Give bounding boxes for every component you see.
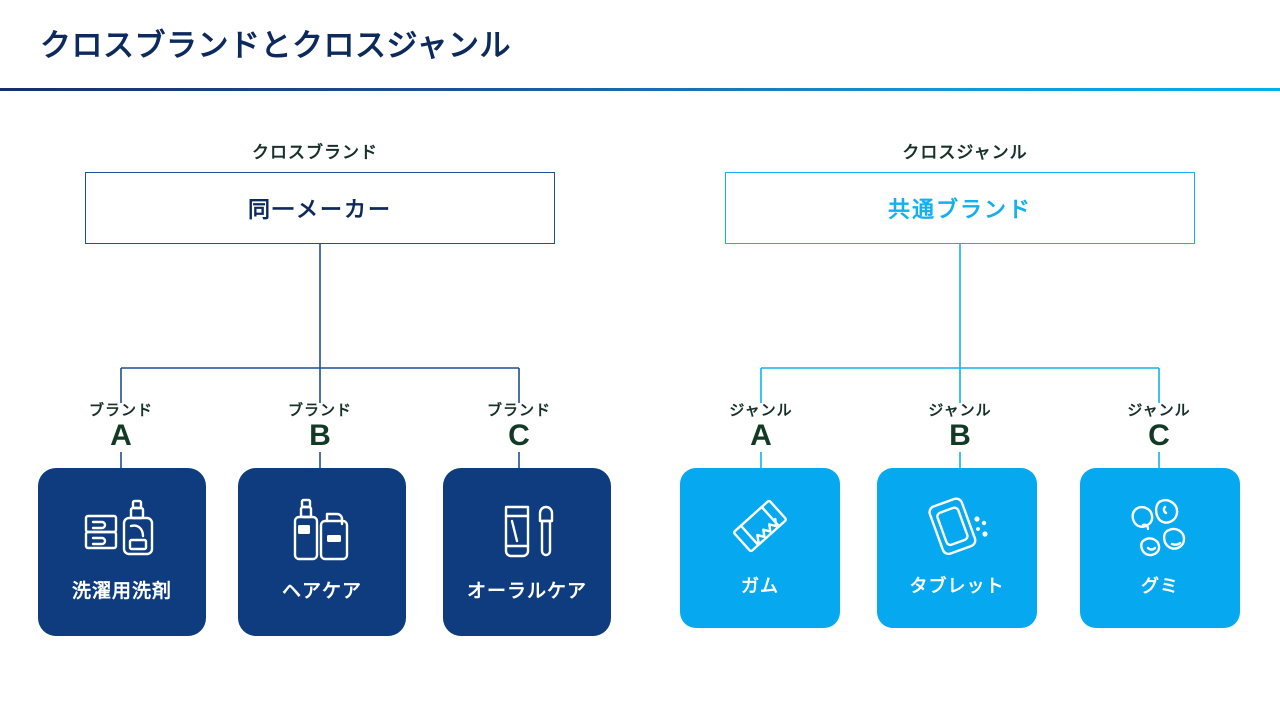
title-divider bbox=[0, 88, 1280, 91]
gummy-candies-icon bbox=[1123, 490, 1197, 562]
card-gum[interactable]: ガム bbox=[680, 468, 840, 628]
card-label-gummy: グミ bbox=[1141, 576, 1179, 596]
branch-letter-brand-b: B bbox=[304, 420, 336, 452]
panel-caption-cross-genre: クロスジャンル bbox=[902, 143, 1028, 162]
branch-kind-genre-c: ジャンル bbox=[1124, 402, 1194, 420]
card-tablet[interactable]: タブレット bbox=[877, 468, 1037, 628]
root-box-cross-brand: 同一メーカー bbox=[85, 172, 555, 244]
branch-letter-genre-c: C bbox=[1143, 420, 1175, 452]
panel-caption-cross-brand: クロスブランド bbox=[252, 143, 378, 162]
hair-care-bottles-icon bbox=[287, 494, 357, 568]
gum-stick-icon bbox=[724, 490, 796, 562]
root-box-label-cross-brand: 同一メーカー bbox=[247, 197, 392, 222]
card-label-laundry-detergent: 洗濯用洗剤 bbox=[71, 581, 172, 602]
page-title: クロスブランドとクロスジャンル bbox=[40, 28, 511, 63]
card-label-tablet: タブレット bbox=[909, 576, 1005, 596]
branch-label-brand-b: ブランド B bbox=[245, 402, 395, 452]
card-label-oral-care: オーラルケア bbox=[466, 581, 587, 602]
card-label-hair-care: ヘアケア bbox=[281, 581, 362, 602]
laundry-detergent-icon bbox=[80, 494, 164, 568]
root-box-cross-genre: 共通ブランド bbox=[725, 172, 1195, 244]
branch-letter-brand-a: A bbox=[105, 420, 137, 452]
card-hair-care[interactable]: ヘアケア bbox=[238, 468, 406, 636]
branch-letter-genre-b: B bbox=[944, 420, 976, 452]
branch-kind-genre-a: ジャンル bbox=[726, 402, 796, 420]
root-box-label-cross-genre: 共通ブランド bbox=[887, 197, 1032, 222]
panel-cross-brand: クロスブランド 同一メーカー ブランド A ブランド B ブランド C bbox=[38, 138, 611, 658]
branch-kind-brand-b: ブランド bbox=[284, 402, 355, 420]
toothpaste-toothbrush-icon bbox=[496, 494, 558, 568]
branch-label-brand-a: ブランド A bbox=[46, 402, 196, 452]
tablet-case-icon bbox=[921, 490, 993, 562]
card-label-gum: ガム bbox=[741, 576, 779, 596]
branch-kind-brand-c: ブランド bbox=[483, 402, 554, 420]
card-oral-care[interactable]: オーラルケア bbox=[443, 468, 611, 636]
panel-cross-genre: クロスジャンル 共通ブランド ジャンル A ジャンル B ジャンル C bbox=[680, 138, 1240, 658]
branch-label-brand-c: ブランド C bbox=[444, 402, 594, 452]
branch-letter-brand-c: C bbox=[503, 420, 535, 452]
branch-kind-genre-b: ジャンル bbox=[925, 402, 995, 420]
branch-label-genre-a: ジャンル A bbox=[686, 402, 836, 452]
branch-label-genre-b: ジャンル B bbox=[885, 402, 1035, 452]
card-laundry-detergent[interactable]: 洗濯用洗剤 bbox=[38, 468, 206, 636]
card-gummy[interactable]: グミ bbox=[1080, 468, 1240, 628]
branch-letter-genre-a: A bbox=[745, 420, 777, 452]
branch-label-genre-c: ジャンル C bbox=[1084, 402, 1234, 452]
branch-kind-brand-a: ブランド bbox=[85, 402, 156, 420]
